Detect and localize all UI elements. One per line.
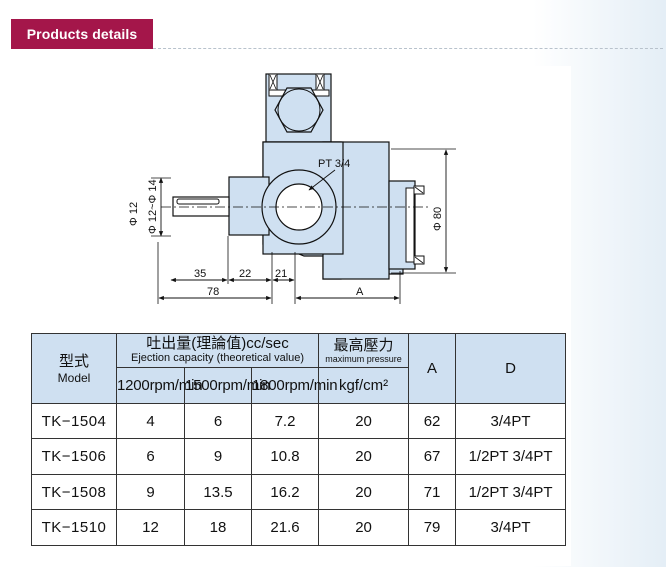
cell-a: 79 [408, 509, 457, 546]
table-subheader-row: 1200rpm/min 1500rpm/min 1800rpm/min kgf/… [32, 367, 566, 404]
table-row: TK−1506 6 9 10.8 20 67 1/2PT 3/4PT [31, 438, 567, 475]
header-rpm-1500: 1500rpm/min [184, 367, 271, 404]
header-col-a: A [408, 333, 457, 404]
header-pressure-en: maximum pressure [325, 353, 402, 364]
header-capacity: 吐出量(理論值)cc/sec Ejection capacity (theore… [115, 333, 320, 368]
phi12-14-label: Φ 12~Φ 14 [147, 179, 159, 234]
cell-model: TK−1508 [31, 474, 117, 510]
header-rpm-1800: 1800rpm/min [250, 367, 338, 404]
header-capacity-en: Ejection capacity (theoretical value) [131, 352, 305, 364]
cell-d: 1/2PT 3/4PT [455, 438, 567, 475]
table-row: TK−1508 9 13.5 16.2 20 71 1/2PT 3/4PT [31, 474, 567, 510]
header-pressure-unit: kgf/cm² [318, 367, 410, 404]
cell-c1500: 13.5 [184, 474, 252, 510]
cell-model: TK−1510 [31, 509, 117, 546]
cell-c1200: 6 [116, 438, 185, 475]
header-model-en: Model [57, 370, 91, 385]
cell-c1800: 10.8 [250, 438, 320, 475]
cell-d: 3/4PT [455, 509, 567, 546]
header-col-d: D [455, 333, 567, 404]
table-row: TK−1510 12 18 21.6 20 79 3/4PT [31, 509, 567, 546]
hex-nut-fitting [265, 73, 332, 143]
header-model-zh: 型式 [58, 352, 89, 370]
cell-pressure: 20 [318, 438, 410, 475]
cell-c1500: 9 [184, 438, 252, 475]
dim-78: 78 [207, 286, 219, 298]
cell-model: TK−1504 [31, 403, 117, 439]
cell-d: 1/2PT 3/4PT [455, 474, 567, 510]
cell-c1800: 16.2 [250, 474, 320, 510]
section-title-tab: Products details [11, 19, 153, 49]
dim-21: 21 [275, 268, 287, 280]
phi12-label: Φ 12 [128, 202, 140, 226]
header-model: 型式 Model [31, 333, 117, 404]
cell-a: 62 [408, 403, 457, 439]
cell-c1200: 9 [116, 474, 185, 510]
cell-c1200: 12 [116, 509, 185, 546]
dim-A: A [356, 286, 364, 298]
cell-c1500: 18 [184, 509, 252, 546]
table-header-row: 型式 Model 吐出量(理論值)cc/sec Ejection capacit… [31, 333, 567, 404]
dim-35: 35 [194, 268, 206, 280]
cell-c1800: 21.6 [250, 509, 320, 546]
spec-table: 型式 Model 吐出量(理論值)cc/sec Ejection capacit… [31, 333, 567, 546]
header-pressure: 最高壓力 maximum pressure [318, 333, 410, 368]
cell-d: 3/4PT [455, 403, 567, 439]
pump-technical-drawing: PT 3/4 Φ 12 Φ 12~Φ 14 Φ 80 35 22 21 78 A [128, 73, 456, 304]
cell-pressure: 20 [318, 509, 410, 546]
dim-22: 22 [239, 268, 251, 280]
end-cap [388, 180, 425, 270]
cell-pressure: 20 [318, 403, 410, 439]
cell-model: TK−1506 [31, 438, 117, 475]
product-detail-panel: PT 3/4 Φ 12 Φ 12~Φ 14 Φ 80 35 22 21 78 A [11, 66, 571, 566]
header-rpm-1200: 1200rpm/min [116, 367, 203, 404]
cell-a: 67 [408, 438, 457, 475]
pt-label: PT 3/4 [318, 158, 350, 170]
phi80-label: Φ 80 [432, 207, 444, 231]
pt-leader [308, 169, 336, 191]
cell-c1500: 6 [184, 403, 252, 439]
cell-c1200: 4 [116, 403, 185, 439]
cell-a: 71 [408, 474, 457, 510]
table-row: TK−1504 4 6 7.2 20 62 3/4PT [31, 403, 567, 439]
header-pressure-zh: 最高壓力 [333, 336, 394, 354]
header-capacity-zh: 吐出量(理論值)cc/sec [146, 335, 289, 352]
shaft-key [176, 198, 220, 205]
cell-c1800: 7.2 [250, 403, 320, 439]
section-divider [153, 48, 663, 49]
cell-pressure: 20 [318, 474, 410, 510]
